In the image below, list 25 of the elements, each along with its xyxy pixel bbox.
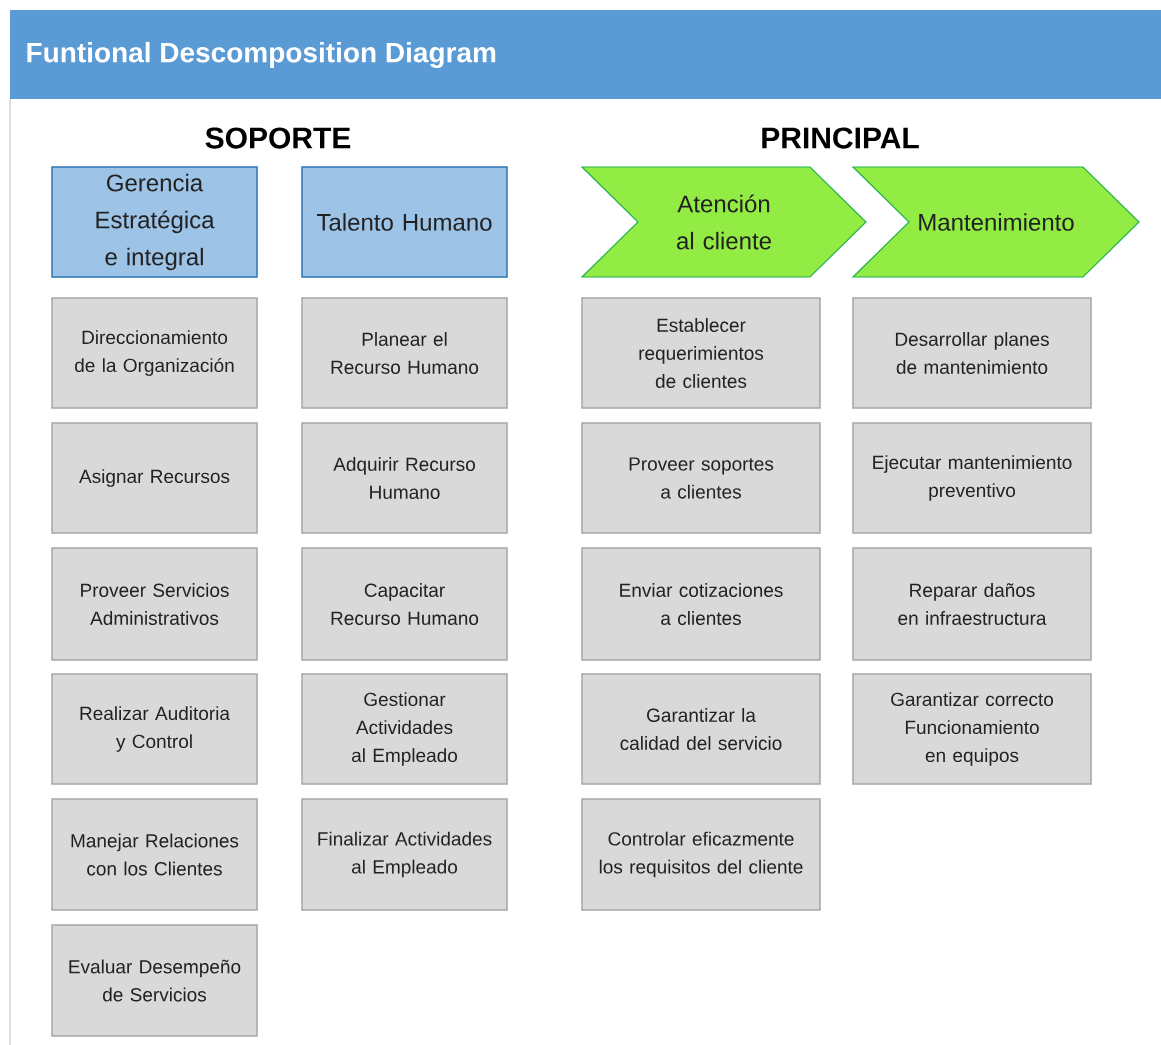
function-box: Capacitar Recurso Humano (301, 547, 508, 661)
function-box: Desarrollar planes de mantenimiento (852, 297, 1092, 409)
category-box: Talento Humano (301, 166, 508, 278)
function-box: Ejecutar mantenimiento preventivo (852, 422, 1092, 534)
function-box: Adquirir Recurso Humano (301, 422, 508, 534)
function-box: Enviar cotizaciones a clientes (581, 547, 821, 661)
section-heading: SOPORTE (205, 127, 351, 149)
title-bar: Funtional Descomposition Diagram (10, 10, 1161, 99)
section-heading: PRINCIPAL (762, 127, 919, 149)
function-box: Reparar daños en infraestructura (852, 547, 1092, 661)
function-box: Proveer soportes a clientes (581, 422, 821, 534)
function-box: Direccionamiento de la Organización (51, 297, 258, 409)
function-box: Garantizar correcto Funcionamiento en equipos (852, 673, 1092, 785)
function-box: Evaluar Desempeño de Servicios (51, 924, 258, 1037)
function-box: Establecer requerimientos de clientes (581, 297, 821, 409)
function-box: Controlar eficazmente los requisitos del cliente (581, 798, 821, 911)
function-box: Planear el Recurso Humano (301, 297, 508, 409)
function-box: Asignar Recursos (51, 422, 258, 534)
function-box: Manejar Relaciones con los Clientes (51, 798, 258, 911)
function-box: Realizar Auditoria y Control (51, 673, 258, 785)
function-box: Gestionar Actividades al Empleado (301, 673, 508, 785)
function-box: Finalizar Actividades al Empleado (301, 798, 508, 911)
function-box: Garantizar la calidad del servicio (581, 673, 821, 785)
function-box: Proveer Servicios Administrativos (51, 547, 258, 661)
category-box: Gerencia Estratégica e integral (51, 166, 258, 278)
